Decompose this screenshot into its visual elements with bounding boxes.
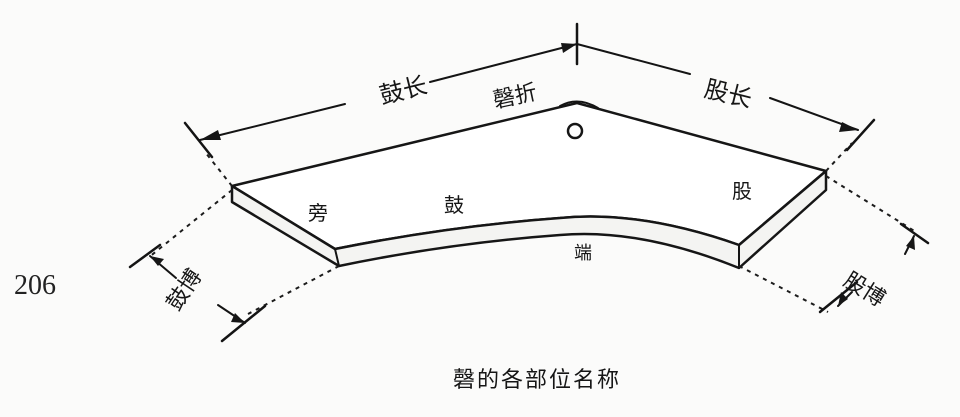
gu-bo-extension-top xyxy=(147,189,233,259)
stone-front-edge xyxy=(230,169,828,270)
label-qing-zhe: 磬折 xyxy=(491,80,539,114)
extension-line xyxy=(825,142,853,172)
gu-bo-extension-bottom xyxy=(247,265,340,315)
gu-bo-tick-top xyxy=(128,243,162,269)
suspension-hole-icon xyxy=(566,122,584,140)
label-gu-end: 股 xyxy=(732,179,752,203)
arrowhead-icon xyxy=(838,292,848,306)
arrowhead-icon xyxy=(231,313,245,323)
label-gu-long: 股长 xyxy=(702,75,755,114)
extension-line xyxy=(204,151,233,187)
gu-chang-line-left xyxy=(199,103,346,141)
gu-bo-tick-bottom xyxy=(220,304,267,343)
label-duan: 端 xyxy=(574,243,592,264)
arrowhead-icon xyxy=(150,256,164,266)
page-number: 206 xyxy=(14,270,56,301)
label-gu-chang: 鼓长 xyxy=(377,71,430,110)
gu-long-line-left xyxy=(576,43,691,75)
gu-bo2-extension-bottom xyxy=(738,265,829,313)
label-pang: 旁 xyxy=(308,201,328,225)
right-tick xyxy=(845,118,876,152)
arrowhead-icon xyxy=(561,43,577,53)
arrowhead-icon xyxy=(839,122,858,132)
bend-notch xyxy=(559,100,599,109)
gu-bo2-tick-bottom xyxy=(818,280,859,314)
figure-caption: 磬的各部位名称 xyxy=(453,368,621,393)
left-tick xyxy=(183,121,214,159)
gu-chang-line-right xyxy=(429,43,578,83)
arrowhead-icon xyxy=(200,130,221,140)
stone-edge-line xyxy=(334,248,340,267)
label-gu-body: 鼓 xyxy=(444,193,464,217)
gu-bo2-tick-top xyxy=(899,222,930,245)
label-gu-bo2: 股博 xyxy=(839,268,890,313)
arrowhead-icon xyxy=(906,236,915,250)
